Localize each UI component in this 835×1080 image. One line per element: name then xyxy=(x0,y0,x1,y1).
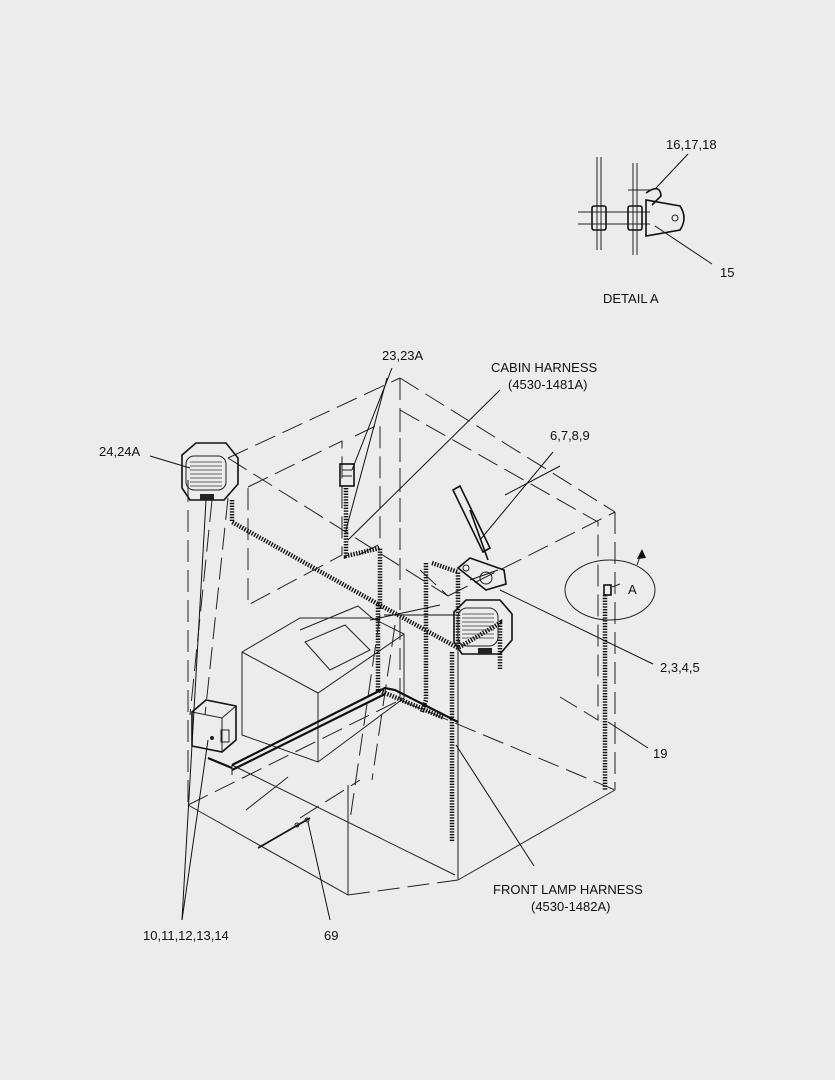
detail-callout-bottom: 15 xyxy=(720,265,734,280)
washer-tank xyxy=(191,699,237,753)
detail-a-drawing xyxy=(578,157,685,255)
front-lamp-harness-title: FRONT LAMP HARNESS xyxy=(493,882,643,897)
front-lamp-harness-code: (4530-1482A) xyxy=(531,899,611,914)
cabin-harness-lines xyxy=(207,488,608,842)
callout-switch: 23,23A xyxy=(382,348,424,363)
detail-a-marker-label: A xyxy=(628,582,637,597)
detail-title: DETAIL A xyxy=(603,291,659,306)
callout-washer: 10,11,12,13,14 xyxy=(143,928,229,943)
cabin-harness-title: CABIN HARNESS xyxy=(491,360,598,375)
callout-rear-lamp: 24,24A xyxy=(99,444,141,459)
wiper-assembly xyxy=(451,484,507,591)
callout-front-lamp: 2,3,4,5 xyxy=(660,660,700,675)
callout-wiper: 6,7,8,9 xyxy=(550,428,590,443)
cabin-harness-code: (4530-1481A) xyxy=(508,377,588,392)
leader-lines xyxy=(149,367,654,921)
lamp-switch xyxy=(339,463,355,487)
seat xyxy=(241,605,405,763)
detail-callout-top: 16,17,18 xyxy=(666,137,717,152)
ground-wire xyxy=(257,817,311,849)
callout-wire-19: 19 xyxy=(653,746,667,761)
front-work-lamp xyxy=(453,599,513,655)
cabin-frame xyxy=(187,377,616,896)
callout-ground: 69 xyxy=(324,928,338,943)
rear-work-lamp xyxy=(181,442,239,501)
detail-a-marker xyxy=(564,549,656,621)
